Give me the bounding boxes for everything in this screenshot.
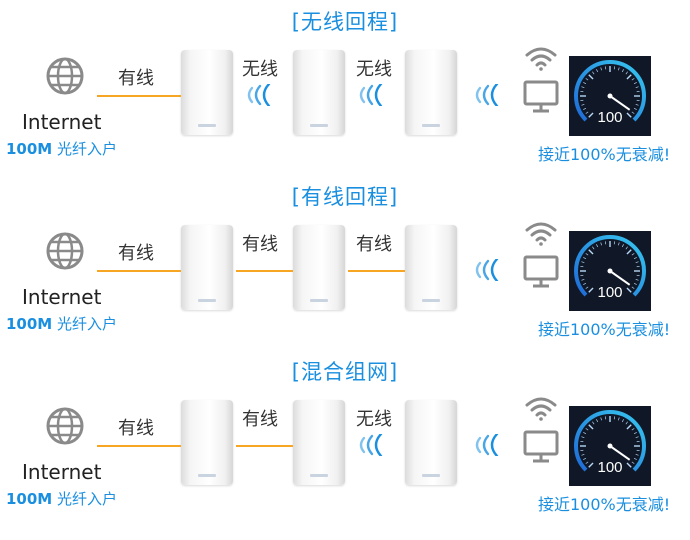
node-logo (198, 124, 216, 127)
link-label-1: 有线 (118, 243, 154, 264)
gauge-value: 100 (597, 459, 623, 476)
globe-icon (45, 231, 85, 271)
section-title: [混合组网] (291, 360, 399, 384)
fiber-speed: 100M (6, 315, 53, 333)
wired-link-1 (97, 445, 181, 447)
mesh-node-2 (293, 225, 345, 310)
globe-icon (45, 56, 85, 96)
fiber-caption: 100M 光纤入户 (6, 138, 117, 159)
monitor-icon (523, 430, 559, 464)
speed-caption: 接近100%无衰减! (538, 495, 671, 514)
wireless-waves-icon (470, 257, 508, 283)
wired-link-2 (236, 270, 293, 272)
link-label-2: 有线 (242, 409, 278, 430)
wired-link-1 (97, 270, 181, 272)
link-label-2: 无线 (242, 59, 278, 80)
mesh-node-1 (181, 400, 233, 485)
node-logo (422, 124, 440, 127)
mesh-node-3 (405, 225, 457, 310)
globe-icon (45, 406, 85, 446)
mesh-node-2 (293, 50, 345, 135)
monitor-icon (523, 255, 559, 289)
wifi-icon (524, 395, 558, 421)
section-title: [无线回程] (291, 10, 399, 34)
mesh-node-1 (181, 225, 233, 310)
monitor-icon (523, 80, 559, 114)
fiber-caption: 100M 光纤入户 (6, 313, 117, 334)
node-logo (422, 299, 440, 302)
gauge-value: 100 (597, 109, 623, 126)
fiber-speed: 100M (6, 490, 53, 508)
gauge-value: 100 (597, 284, 623, 301)
internet-label: Internet (22, 110, 102, 134)
internet-label: Internet (22, 460, 102, 484)
fiber-speed: 100M (6, 140, 53, 158)
speedometer-icon: 100 (569, 56, 651, 136)
mesh-node-2 (293, 400, 345, 485)
link-label-3: 无线 (356, 59, 392, 80)
node-logo (198, 474, 216, 477)
wired-link-2 (236, 445, 293, 447)
section-wired-backhaul: [有线回程] Internet 100M 光纤入户 有线 有线 有线 100 接近100%… (0, 185, 690, 360)
wifi-icon (524, 220, 558, 246)
link-label-1: 有线 (118, 68, 154, 89)
speedometer-icon: 100 (569, 406, 651, 486)
node-logo (422, 474, 440, 477)
fiber-text: 光纤入户 (57, 140, 118, 158)
speedometer-icon: 100 (569, 231, 651, 311)
node-logo (310, 474, 328, 477)
section-title: [有线回程] (291, 185, 399, 209)
internet-label: Internet (22, 285, 102, 309)
link-label-1: 有线 (118, 418, 154, 439)
wireless-waves-icon (242, 82, 280, 108)
wifi-icon (524, 45, 558, 71)
link-label-3: 无线 (356, 409, 392, 430)
mesh-node-1 (181, 50, 233, 135)
wired-link-3 (348, 270, 405, 272)
speed-caption: 接近100%无衰减! (538, 145, 671, 164)
node-logo (310, 124, 328, 127)
wireless-waves-icon (354, 82, 392, 108)
mesh-node-3 (405, 400, 457, 485)
wireless-waves-icon (470, 82, 508, 108)
link-label-2: 有线 (242, 234, 278, 255)
link-label-3: 有线 (356, 234, 392, 255)
section-wireless-backhaul: [无线回程] Internet 100M 光纤入户 有线 无线 无线 (0, 10, 690, 185)
fiber-text: 光纤入户 (57, 315, 118, 333)
wired-link-1 (97, 95, 181, 97)
mesh-node-3 (405, 50, 457, 135)
speed-caption: 接近100%无衰减! (538, 320, 671, 339)
wireless-waves-icon (470, 432, 508, 458)
node-logo (310, 299, 328, 302)
wireless-waves-icon (354, 432, 392, 458)
node-logo (198, 299, 216, 302)
fiber-caption: 100M 光纤入户 (6, 488, 117, 509)
fiber-text: 光纤入户 (57, 490, 118, 508)
